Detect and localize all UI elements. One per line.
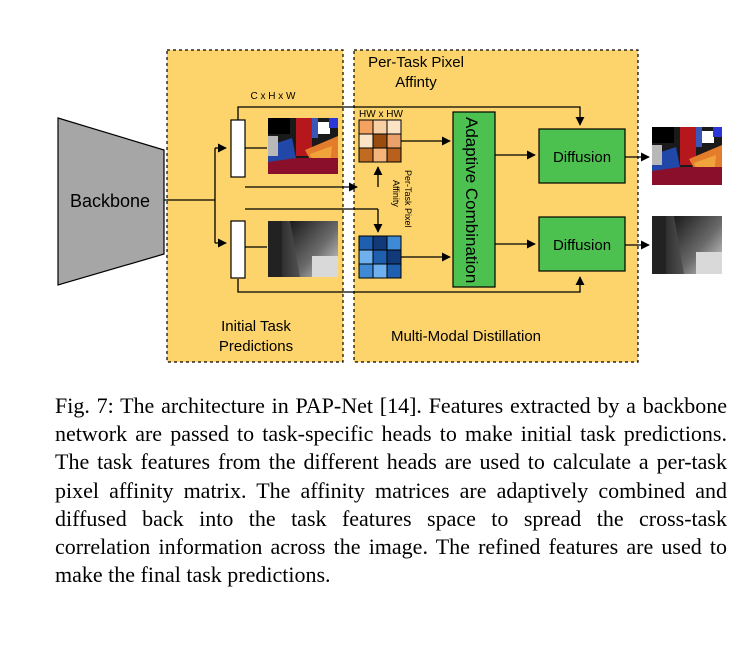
matrix-dims-label: HW x HW [359, 109, 403, 120]
depth-affinity-matrix [358, 235, 402, 279]
tensor-dims-label: C x H x W [251, 91, 297, 102]
initial-predictions-panel [166, 49, 344, 363]
affinity-to-combination-arrows [401, 136, 451, 262]
initial-depth-map [268, 221, 338, 277]
final-depth-map [652, 216, 722, 274]
diffusion-block-bottom [538, 216, 626, 272]
diffusion-bottom-label: Diffusion [553, 237, 611, 254]
affinity-vertical-line2: Affinity [391, 180, 401, 207]
segmentation-affinity-matrix [358, 119, 402, 163]
initial-predictions-label-line1: Initial Task [221, 318, 291, 335]
diffusion-block-top [538, 128, 626, 184]
multimodal-distillation-panel [353, 49, 639, 363]
depth-head [230, 220, 246, 279]
segmentation-head [230, 119, 246, 178]
diffusion-top-label: Diffusion [553, 149, 611, 166]
affinity-title-line1: Per-Task Pixel [368, 54, 464, 71]
backbone-block [57, 117, 165, 286]
diffusion-to-output-arrows [625, 152, 650, 250]
affinity-title-line2: Affinty [395, 74, 437, 91]
adaptive-combination-block [452, 111, 496, 288]
initial-segmentation-map [268, 118, 338, 174]
figure-caption: Fig. 7: The architecture in PAP-Net [14]… [55, 393, 727, 588]
combination-to-diffusion-arrows [495, 150, 536, 249]
backbone-to-heads-connectors [164, 143, 227, 248]
adaptive-combination-label: Adaptive Combination [462, 117, 481, 283]
distillation-label: Multi-Modal Distillation [391, 328, 541, 345]
final-segmentation-map [652, 127, 722, 185]
skip-connections [237, 106, 585, 293]
backbone-label: Backbone [70, 191, 150, 211]
affinity-vertical-line1: Per-Task Pixel [403, 170, 413, 228]
initial-predictions-label-line2: Predictions [219, 338, 293, 355]
pap-net-architecture-diagram: Backbone C x H x W [57, 49, 722, 363]
